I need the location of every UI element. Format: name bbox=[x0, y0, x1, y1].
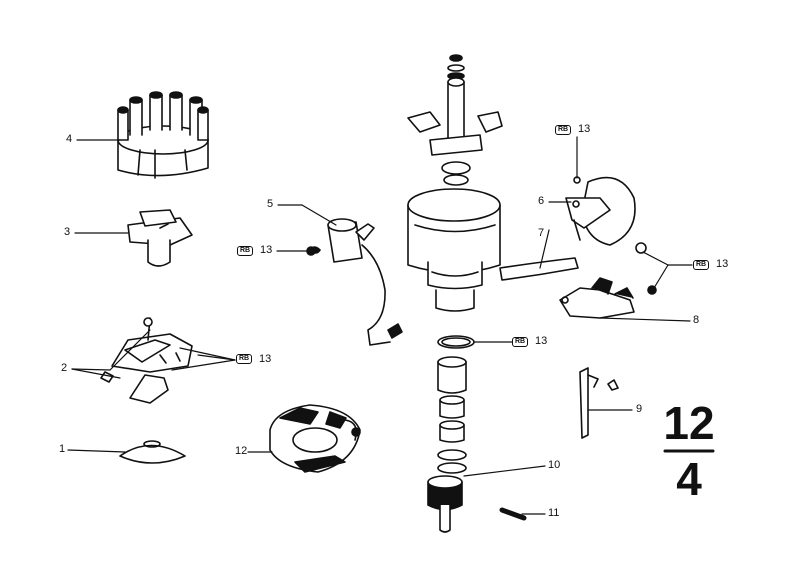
part-label-13: 13 bbox=[535, 335, 548, 347]
part-label-12: 12 bbox=[235, 445, 248, 457]
contact-breaker bbox=[100, 317, 193, 404]
screw-13-b bbox=[635, 242, 647, 254]
part-label-13: 13 bbox=[578, 123, 591, 135]
spring-clip bbox=[579, 367, 619, 439]
ref-tag-rb: RB bbox=[555, 125, 572, 135]
part-label-5: 5 bbox=[267, 198, 274, 210]
leader-lines bbox=[67, 136, 693, 515]
ref-tag-rb: RB bbox=[693, 260, 710, 270]
group-number-top: 12 bbox=[663, 397, 715, 449]
part-label-11: 11 bbox=[548, 507, 560, 519]
ref-tag-rb: RB bbox=[512, 337, 529, 347]
part-label-3: 3 bbox=[64, 226, 71, 238]
group-number-bottom: 4 bbox=[676, 453, 702, 505]
ref-tag-rb: RB bbox=[236, 354, 253, 364]
part-label-8: 8 bbox=[693, 314, 700, 326]
rotor bbox=[127, 209, 193, 267]
part-label-6: 6 bbox=[538, 195, 545, 207]
base-plate bbox=[269, 404, 361, 473]
distributor-body bbox=[407, 54, 503, 349]
part-label-7: 7 bbox=[538, 227, 545, 239]
part-label-1: 1 bbox=[59, 443, 66, 455]
ref-tag-rb: RB bbox=[237, 246, 254, 256]
dust-cover bbox=[119, 440, 186, 464]
part-label-13: 13 bbox=[260, 244, 273, 256]
bushings bbox=[437, 356, 467, 474]
condenser bbox=[309, 218, 403, 346]
roll-pin bbox=[499, 507, 527, 521]
part-label-13: 13 bbox=[716, 258, 729, 270]
part-label-10: 10 bbox=[548, 459, 561, 471]
distributor-cap bbox=[117, 91, 209, 179]
vacuum-unit bbox=[565, 176, 636, 246]
bracket bbox=[559, 277, 635, 319]
clip-strap bbox=[499, 257, 579, 281]
part-label-13: 13 bbox=[259, 353, 272, 365]
part-label-9: 9 bbox=[636, 403, 643, 415]
part-label-4: 4 bbox=[66, 133, 73, 145]
part-label-2: 2 bbox=[61, 362, 68, 374]
drive-gear bbox=[427, 475, 463, 533]
